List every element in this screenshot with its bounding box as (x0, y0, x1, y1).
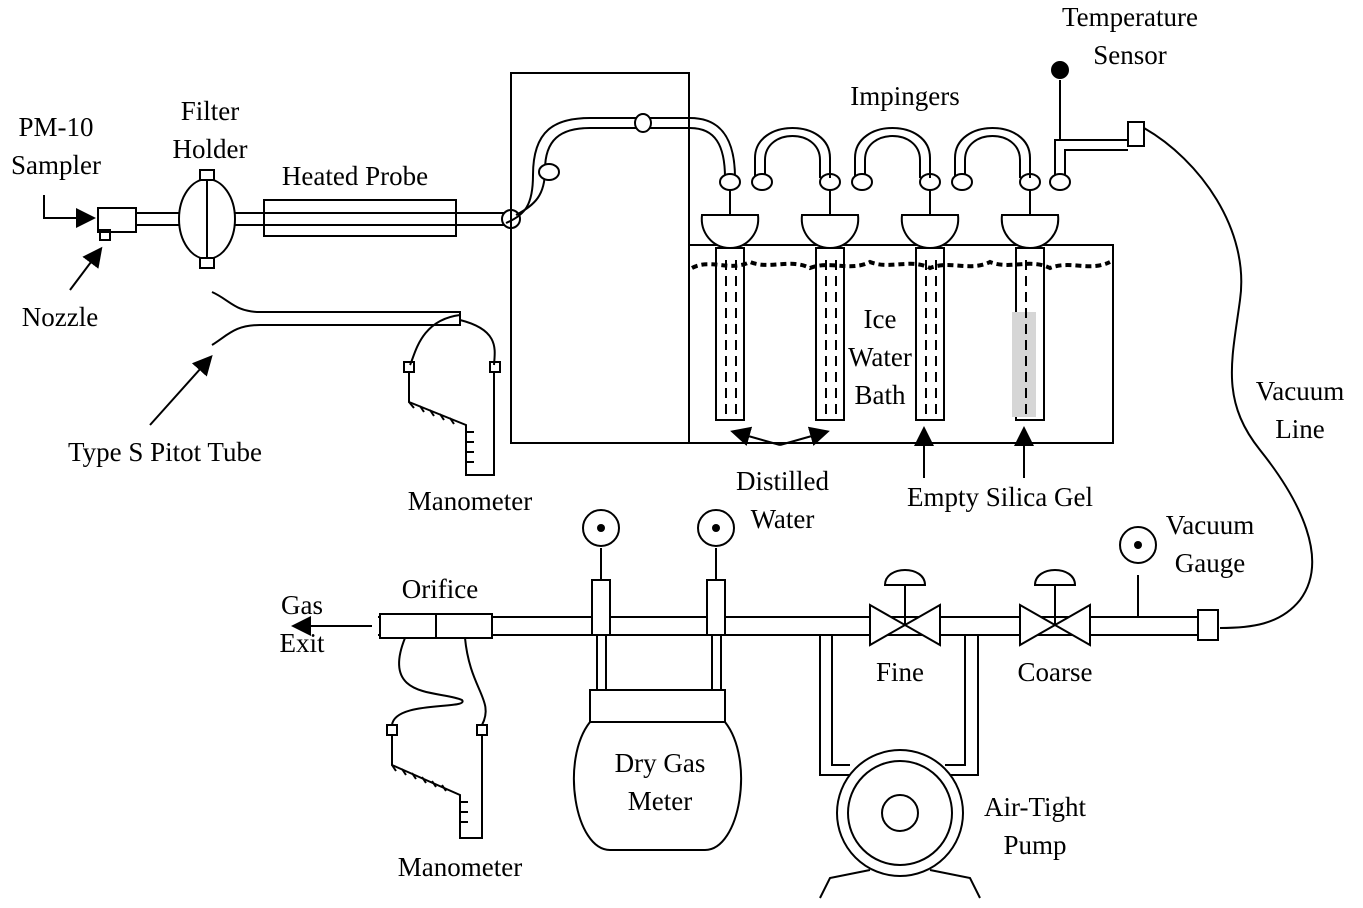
manometer-top-body (408, 372, 495, 476)
manometer-bottom-body (391, 735, 483, 839)
label-pm10-sampler: PM-10 Sampler (11, 112, 101, 180)
impinger-bridge-3 (954, 127, 1031, 178)
nozzle-arrow (69, 246, 103, 291)
impinger-2 (800, 173, 860, 421)
label-air-tight-pump: Air-Tight Pump (984, 792, 1086, 860)
impinger-4 (1000, 173, 1060, 421)
label-nozzle: Nozzle (21, 302, 99, 332)
label-distilled-water: Distilled Water (736, 466, 829, 534)
dry-gas-meter-pipes (596, 635, 722, 690)
label-gas-exit: Gas Exit (279, 590, 325, 658)
air-tight-pump (836, 749, 964, 877)
temperature-sensor-icon (1051, 61, 1069, 79)
label-dry-gas-meter: Dry Gas Meter (614, 748, 706, 816)
pump-lines (819, 635, 979, 776)
coarse-valve (1019, 569, 1091, 647)
label-coarse: Coarse (1017, 657, 1093, 687)
manometer-top-tubes (409, 314, 496, 366)
outlet-tube (1054, 139, 1128, 178)
label-temperature-sensor: Temperature Sensor (1061, 2, 1199, 70)
nozzle-body (97, 207, 137, 233)
silica-gel-fill (1012, 312, 1036, 417)
manometer-bottom-tubes (391, 637, 487, 726)
label-orifice: Orifice (401, 574, 479, 604)
outlet-connector (1127, 121, 1145, 147)
impinger-1 (700, 173, 760, 421)
impinger-3 (900, 173, 960, 421)
impinger-bridge-1 (754, 127, 831, 178)
label-empty-silica-gel: Empty Silica Gel (907, 482, 1093, 512)
label-manometer-bottom: Manometer (397, 852, 523, 882)
impinger-bridge-2 (854, 127, 931, 178)
ice-layer (691, 259, 1111, 271)
sampler-arrow (43, 195, 96, 228)
pitot-tube (211, 291, 461, 346)
label-impingers: Impingers (850, 81, 960, 111)
vacuum-line (1143, 127, 1314, 629)
label-filter-holder: Filter Holder (172, 96, 248, 164)
label-heated-probe: Heated Probe (281, 161, 429, 191)
vacuum-connector (1197, 609, 1219, 641)
nozzle-tip (99, 229, 111, 241)
dry-gas-meter (572, 721, 743, 851)
label-vacuum-gauge: Vacuum Gauge (1165, 510, 1255, 578)
heated-probe-sleeve (263, 199, 457, 237)
label-ice-water-bath: Ice Water Bath (848, 304, 912, 410)
fine-valve (869, 569, 941, 647)
label-fine: Fine (875, 657, 924, 687)
label-type-s-pitot-tube: Type S Pitot Tube (68, 437, 262, 467)
sample-line (515, 127, 726, 216)
ice-water-bath (688, 244, 1114, 444)
label-manometer-top: Manometer (407, 486, 533, 516)
label-vacuum-line: Vacuum Line (1255, 376, 1345, 444)
